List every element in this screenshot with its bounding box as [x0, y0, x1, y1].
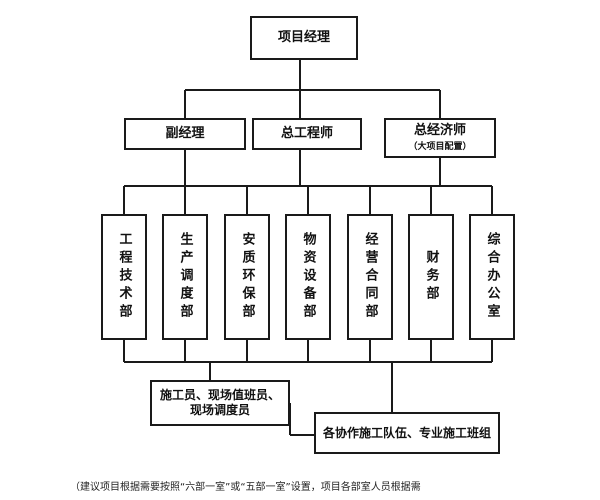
site-staff-label: 施工员、现场值班员、现场调度员	[159, 388, 280, 417]
department-box: 物资设备部	[285, 214, 331, 340]
deputy-manager-label: 副经理	[165, 125, 205, 141]
site-staff-box: 施工员、现场值班员、现场调度员	[150, 380, 290, 426]
project-manager-box: 项目经理	[250, 16, 358, 60]
department-box: 财务部	[408, 214, 454, 340]
chief-economist-label: 总经济师	[413, 122, 466, 138]
department-label: 经营合同部	[362, 232, 378, 322]
deputy-manager-box: 副经理	[124, 118, 246, 150]
department-box: 生产调度部	[162, 214, 208, 340]
work-teams-label: 各协作施工队伍、专业施工班组	[322, 425, 491, 440]
project-manager-label: 项目经理	[277, 29, 330, 45]
department-label: 财务部	[423, 250, 439, 304]
department-label: 工程技术部	[116, 232, 132, 322]
chief-engineer-label: 总工程师	[280, 125, 333, 141]
department-label: 生产调度部	[177, 232, 193, 322]
department-box: 工程技术部	[101, 214, 147, 340]
chief-engineer-box: 总工程师	[252, 118, 362, 150]
department-box: 综合办公室	[469, 214, 515, 340]
footnote: （建议项目根据需要按照“六部一室”或“五部一室”设置，项目各部室人员根据需	[70, 482, 421, 493]
department-label: 安质环保部	[239, 232, 255, 322]
chief-economist-note: （大项目配置）	[408, 142, 472, 152]
department-label: 综合办公室	[484, 232, 500, 322]
work-teams-box: 各协作施工队伍、专业施工班组	[314, 412, 500, 454]
chief-economist-box: 总经济师 （大项目配置）	[384, 118, 496, 158]
department-box: 经营合同部	[347, 214, 393, 340]
department-box: 安质环保部	[224, 214, 270, 340]
department-label: 物资设备部	[300, 232, 316, 322]
